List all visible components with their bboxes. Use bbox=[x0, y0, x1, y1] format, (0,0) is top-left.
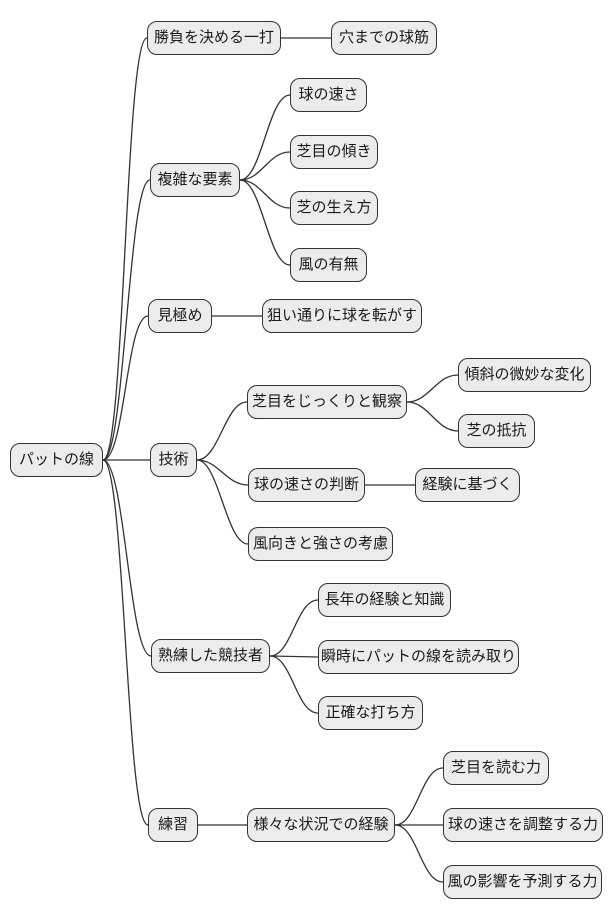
node-label: 芝の生え方 bbox=[296, 198, 372, 216]
mindmap-node-b1: 勝負を決める一打 bbox=[147, 21, 281, 55]
node-label: 芝の抵抗 bbox=[466, 421, 527, 439]
edge-b4c1-b4c1a bbox=[406, 374, 459, 403]
mindmap-node-b4c1a: 傾斜の微妙な変化 bbox=[458, 358, 591, 392]
node-label: 技術 bbox=[158, 450, 189, 468]
mindmap-node-b5c1: 長年の経験と知識 bbox=[318, 583, 451, 617]
node-label: 勝負を決める一打 bbox=[153, 28, 274, 46]
node-label: 長年の経験と知識 bbox=[324, 590, 445, 608]
edge-b2-b2c1 bbox=[239, 94, 291, 181]
edge-root-b5 bbox=[102, 459, 152, 657]
edge-root-b1 bbox=[102, 37, 148, 461]
node-label: 芝目を読む力 bbox=[450, 758, 541, 776]
edge-root-b3 bbox=[102, 315, 149, 461]
node-label: 見極め bbox=[157, 306, 203, 324]
node-label: 熟練した競技者 bbox=[157, 646, 263, 664]
node-label: 様々な状況での経験 bbox=[253, 815, 389, 833]
node-label: 風向きと強さの考慮 bbox=[252, 534, 388, 552]
edge-b2-b2c4 bbox=[239, 179, 291, 266]
node-label: 穴までの球筋 bbox=[338, 28, 429, 46]
node-label: 風の有無 bbox=[298, 255, 359, 273]
mindmap-node-b6c1b: 球の速さを調整する力 bbox=[443, 808, 603, 842]
node-label: 経験に基づく bbox=[422, 475, 513, 493]
edge-b4c1-b4c1b bbox=[406, 401, 459, 432]
node-label: 芝目の傾き bbox=[296, 142, 372, 160]
mindmap-node-b1c1: 穴までの球筋 bbox=[331, 21, 437, 55]
node-label: 風の影響を予測する力 bbox=[447, 872, 598, 890]
edge-b5-b5c2 bbox=[269, 655, 319, 658]
node-label: 傾斜の微妙な変化 bbox=[464, 365, 585, 383]
mindmap-node-b4c3: 風向きと強さの考慮 bbox=[248, 527, 393, 561]
edge-b2-b2c3 bbox=[239, 179, 291, 209]
mindmap-node-b2c1: 球の速さ bbox=[290, 78, 367, 112]
mindmap-node-b4c1: 芝目をじっくりと観察 bbox=[247, 385, 407, 419]
mindmap-node-b6c1: 様々な状況での経験 bbox=[247, 808, 395, 842]
edge-b5-b5c3 bbox=[269, 655, 319, 714]
mindmap-node-b2: 複雑な要素 bbox=[150, 163, 240, 197]
edge-b6c1-b6c1a bbox=[394, 767, 444, 826]
mindmap-node-b4c2: 球の速さの判断 bbox=[248, 468, 365, 502]
mindmap-root-node: パットの線 bbox=[10, 443, 103, 477]
node-label: 狙い通りに球を転がす bbox=[266, 306, 417, 324]
mindmap-node-b4c2a: 経験に基づく bbox=[415, 468, 520, 502]
mindmap-node-b2c2: 芝目の傾き bbox=[290, 135, 378, 169]
edge-b5-b5c1 bbox=[269, 599, 319, 657]
edge-b6c1-b6c1c bbox=[394, 824, 444, 883]
node-label: 球の速さの判断 bbox=[253, 475, 359, 493]
node-label: 練習 bbox=[157, 815, 188, 833]
mindmap-node-b5c3: 正確な打ち方 bbox=[318, 696, 423, 730]
mindmap-node-b6c1a: 芝目を読む力 bbox=[443, 751, 549, 785]
mindmap-node-b2c3: 芝の生え方 bbox=[290, 191, 378, 225]
edge-b2-b2c2 bbox=[239, 151, 291, 181]
mindmap-node-b5c2: 瞬時にパットの線を読み取り bbox=[318, 640, 519, 674]
mindmap-node-b2c4: 風の有無 bbox=[290, 248, 367, 282]
mindmap-node-b3: 見極め bbox=[148, 299, 212, 333]
edge-b4-b4c3 bbox=[196, 459, 249, 545]
node-label: パットの線 bbox=[18, 450, 94, 468]
node-label: 芝目をじっくりと観察 bbox=[251, 392, 402, 410]
edge-b4-b4c1 bbox=[196, 401, 248, 461]
node-label: 球の速さ bbox=[298, 85, 359, 103]
node-label: 球の速さを調整する力 bbox=[447, 815, 598, 833]
node-label: 瞬時にパットの線を読み取り bbox=[320, 647, 516, 665]
mindmap-node-b4: 技術 bbox=[150, 443, 197, 477]
mindmap-node-b5: 熟練した競技者 bbox=[151, 639, 270, 673]
edge-root-b6 bbox=[102, 459, 149, 826]
mindmap-node-b6c1c: 風の影響を予測する力 bbox=[443, 865, 602, 899]
mindmap-node-b4c1b: 芝の抵抗 bbox=[458, 414, 535, 448]
mindmap-node-b3c1: 狙い通りに球を転がす bbox=[262, 299, 422, 333]
edge-b4-b4c2 bbox=[196, 459, 249, 486]
mindmap-node-b6: 練習 bbox=[148, 808, 198, 842]
node-label: 複雑な要素 bbox=[157, 170, 233, 188]
node-label: 正確な打ち方 bbox=[325, 703, 416, 721]
edge-root-b2 bbox=[102, 179, 151, 461]
